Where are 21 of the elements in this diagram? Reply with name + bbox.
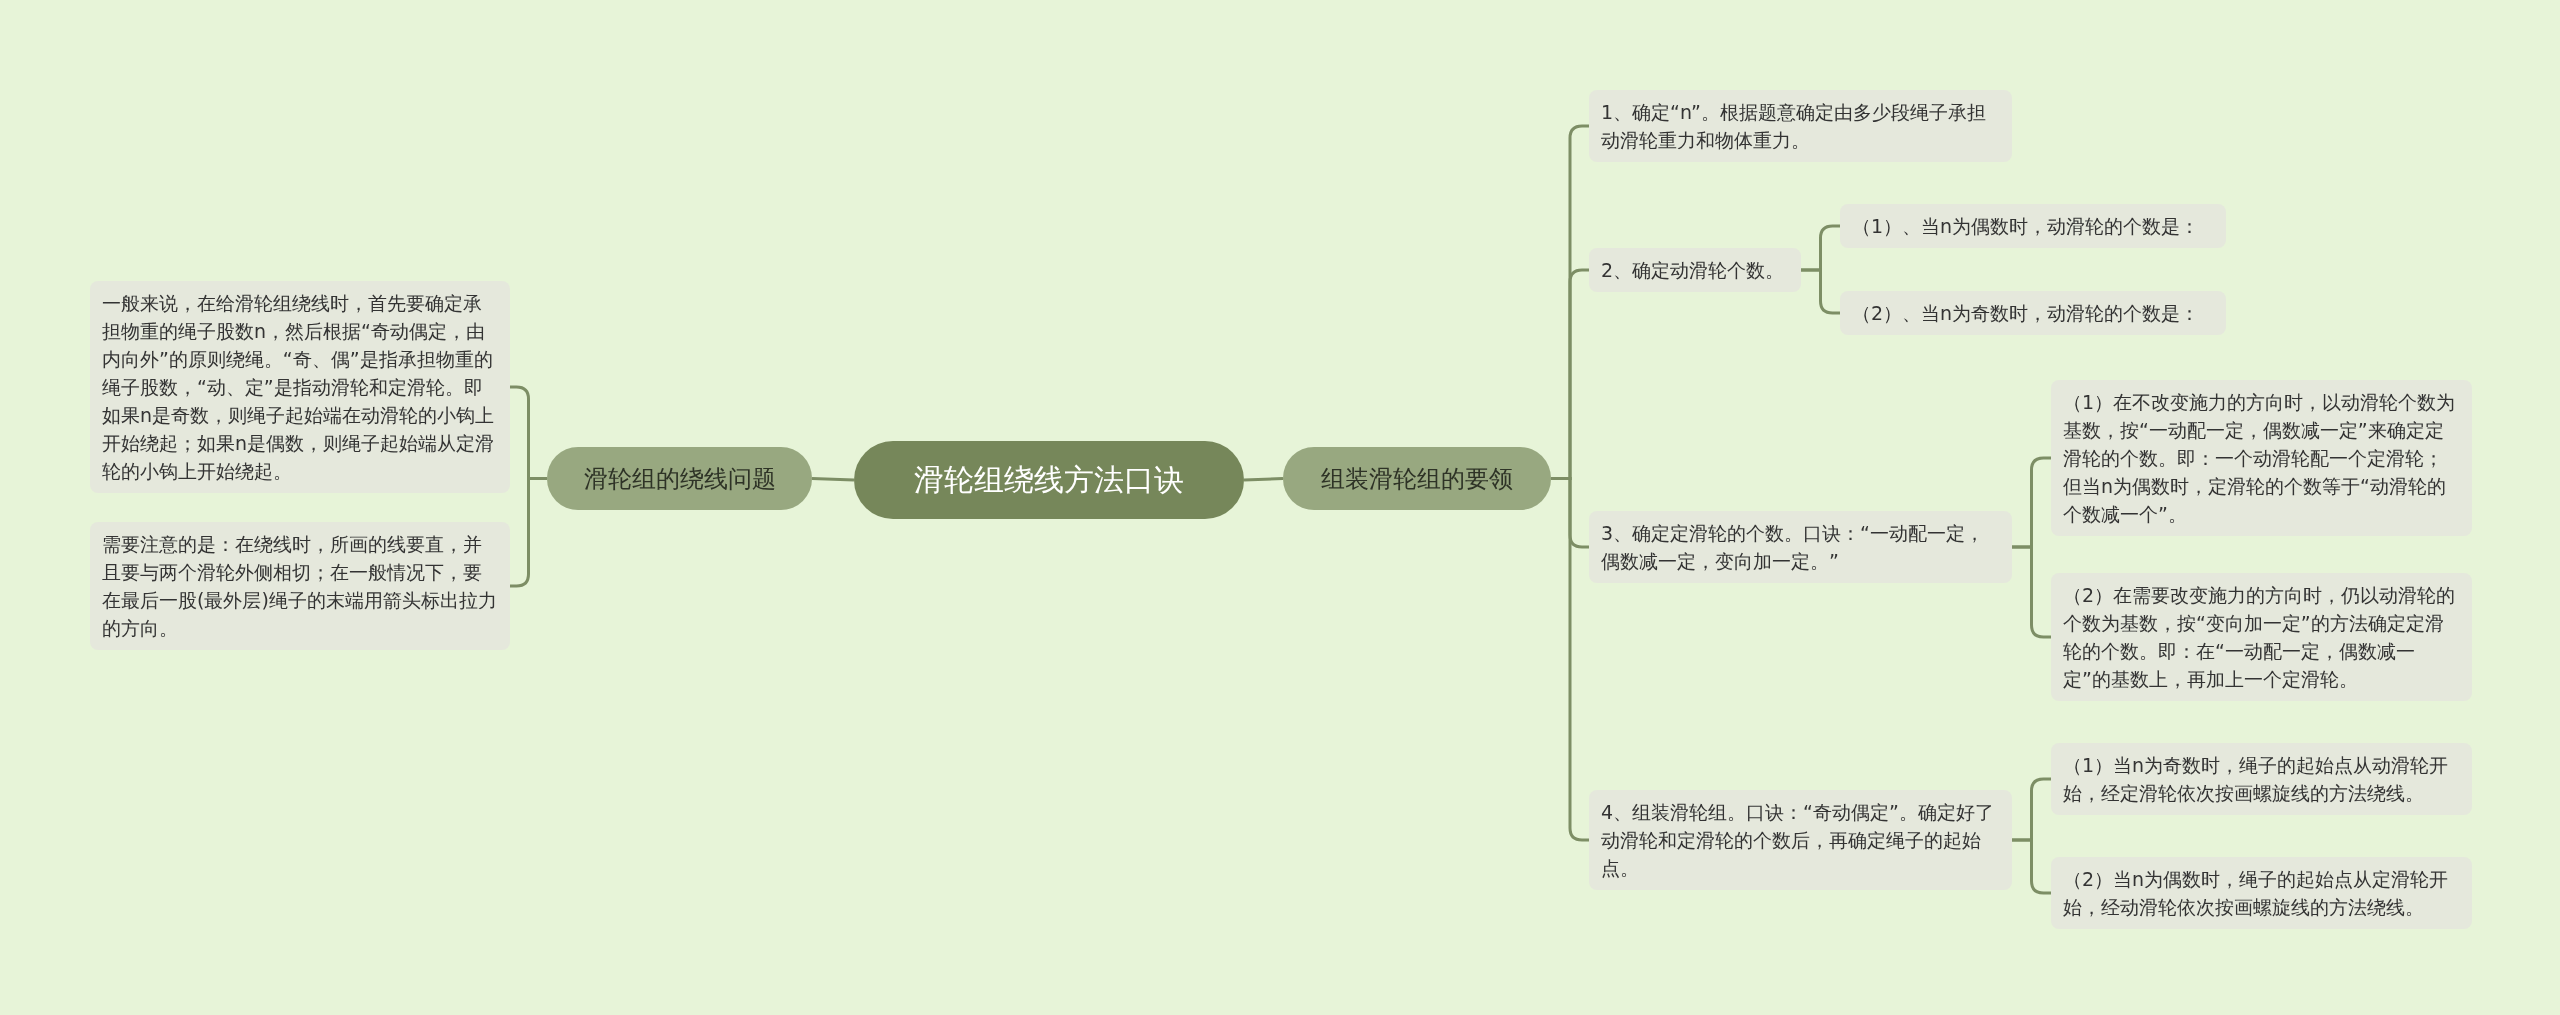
central-topic: 滑轮组绕线方法口诀 [854,441,1244,519]
text-box: 一般来说，在给滑轮组绕线时，首先要确定承担物重的绳子股数n，然后根据“奇动偶定，由内向外”的原则绕绳。“奇、偶”是指承担物重的绳子股数，“动、定”是指动滑轮和定滑轮。即如果n是奇数，则绳子起始端在动滑轮的小钩上开始绕起；如果n是偶数，则绳子起始端从定滑轮的小钩上开始绕起。 [90,281,510,493]
text-box: 需要注意的是：在绕线时，所画的线要直，并且要与两个滑轮外侧相切；在一般情况下，要在最后一股(最外层)绳子的末端用箭头标出拉力的方向。 [90,522,510,650]
text-box: 4、组装滑轮组。口诀：“奇动偶定”。确定好了动滑轮和定滑轮的个数后，再确定绳子的起始点。 [1589,790,2012,890]
text-box: （2）当n为偶数时，绳子的起始点从定滑轮开始，经动滑轮依次按画螺旋线的方法绕线。 [2051,857,2472,929]
connector [2012,545,2051,639]
text-box: （1）在不改变施力的方向时，以动滑轮个数为基数，按“一动配一定，偶数减一定”来确定定滑轮的个数。即：一个动滑轮配一个定滑轮；但当n为偶数时，定滑轮的个数等于“动滑轮的个数减一个”。 [2051,380,2472,536]
text-box: （2）在需要改变施力的方向时，仍以动滑轮的个数为基数，按“变向加一定”的方法确定定滑轮的个数。即：在“一动配一定，偶数减一定”的基数上，再加上一个定滑轮。 [2051,573,2472,701]
connector [2012,838,2051,895]
branch-topic: 滑轮组的绕线问题 [547,447,812,510]
text-box: 1、确定“n”。根据题意确定由多少段绳子承担动滑轮重力和物体重力。 [1589,90,2012,162]
branch-topic: 组装滑轮组的要领 [1283,447,1551,510]
connector [510,477,547,588]
text-box: （2）、当n为奇数时，动滑轮的个数是： [1840,291,2226,335]
text-box: 3、确定定滑轮的个数。口诀：“一动配一定，偶数减一定，变向加一定。” [1589,511,2012,583]
connector [1243,477,1284,482]
connector [811,477,855,482]
text-box: 2、确定动滑轮个数。 [1589,248,1801,292]
text-box: （1）当n为奇数时，绳子的起始点从动滑轮开始，经定滑轮依次按画螺旋线的方法绕线。 [2051,743,2472,815]
text-box: （1）、当n为偶数时，动滑轮的个数是： [1840,204,2226,248]
connector [1801,268,1840,315]
